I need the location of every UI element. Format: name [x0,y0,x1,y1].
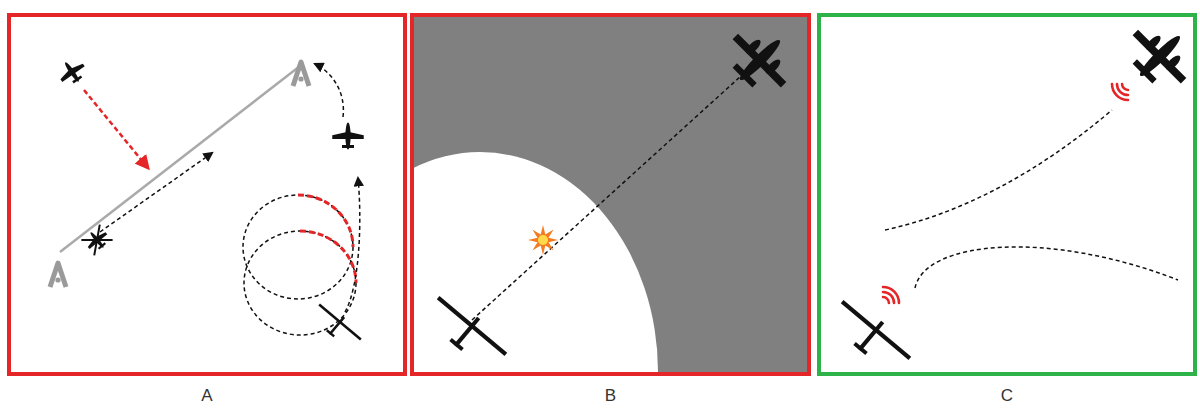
scenario-panel: C [817,13,1197,376]
link-line [60,66,300,252]
glider-icon [309,300,365,352]
scenario-panel: B [410,13,811,376]
collision-burst [528,225,558,255]
danger-arc [300,231,356,283]
climb-arrow [345,178,360,312]
radio-waves [1109,79,1133,103]
path-arrow [100,153,212,232]
antenna-symbol [50,263,66,287]
glider-icon [421,290,512,375]
panel-label: A [11,386,403,406]
loiter-circle [244,231,356,335]
jamming-arrow [84,90,148,168]
glider-icon [825,294,916,379]
aircraft-icon [332,123,364,150]
panel-label: B [414,386,807,406]
helicopter-icon [81,225,112,256]
panel-c-scene [825,12,1200,378]
panel-label: C [821,386,1193,406]
panel-b-scene [302,14,810,413]
aircraft-icon [54,55,90,90]
aircraft-icon [1116,12,1200,100]
turn-arrow [315,64,343,117]
loiter-circle [243,195,353,299]
path-line [885,110,1112,230]
radio-waves [878,284,902,308]
antenna-symbol [293,62,309,86]
danger-arc [298,195,353,247]
aircraft-icon [716,16,804,104]
scenario-panel: A [7,13,407,376]
panel-a-scene [50,55,365,352]
path-line [472,66,752,320]
path-line [915,247,1178,288]
